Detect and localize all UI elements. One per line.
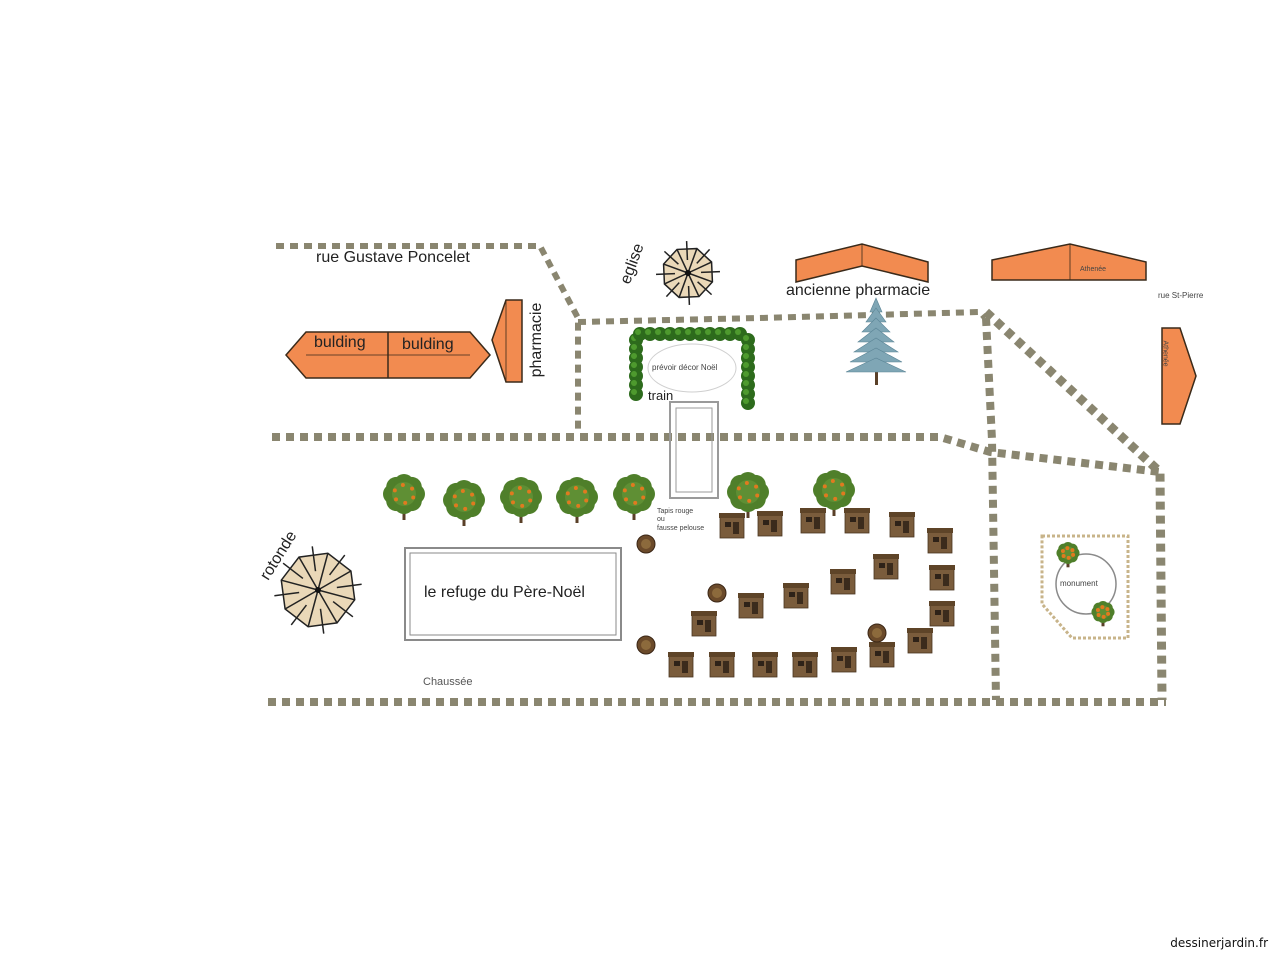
hedge-highlight xyxy=(631,344,637,350)
santa-refuge-inner xyxy=(409,552,617,636)
chalet-icon xyxy=(830,569,856,595)
hedge xyxy=(629,327,755,410)
path-east-diagonal xyxy=(982,308,1167,701)
building-athenee-top xyxy=(991,243,1147,281)
fruit-tree-icon xyxy=(1056,542,1080,568)
barrel-icon xyxy=(707,583,727,603)
hedge-highlight xyxy=(631,362,637,368)
label-monument: monument xyxy=(1060,579,1098,588)
fruit-tree-icon xyxy=(383,474,425,520)
hedge-highlight xyxy=(645,329,651,335)
monument-enclosure xyxy=(1040,534,1130,640)
hedge-highlight xyxy=(631,371,637,377)
hedge-highlight xyxy=(631,380,637,386)
building-athenee-side xyxy=(1161,327,1197,425)
chalet-icon xyxy=(783,583,809,609)
footer-brand[interactable]: dessinerjardin.fr xyxy=(1170,936,1268,950)
monument-circle xyxy=(1055,553,1117,615)
chalet-icon xyxy=(927,528,953,554)
chalet-icon xyxy=(691,611,717,637)
hedge-highlight xyxy=(725,329,731,335)
train-track-inner xyxy=(675,407,713,493)
hedge-highlight xyxy=(743,398,749,404)
path-inner-north xyxy=(577,308,988,325)
chalet-icon xyxy=(889,512,915,538)
hedge-highlight xyxy=(665,329,671,335)
hedge-highlight xyxy=(695,329,701,335)
label-street-east: rue St-Pierre xyxy=(1158,291,1204,300)
label-christmas-decor: prévoir décor Noël xyxy=(652,363,718,372)
chalet-icon xyxy=(709,652,735,678)
train-track-outer xyxy=(669,401,719,499)
hedge-highlight xyxy=(675,329,681,335)
chalet-icon xyxy=(831,647,857,673)
hedge-highlight xyxy=(635,329,641,335)
barrel-icon xyxy=(636,534,656,554)
hedge-highlight xyxy=(631,389,637,395)
label-santa-refuge: le refuge du Père-Noël xyxy=(424,584,585,601)
church-gazebo-icon xyxy=(655,240,721,306)
fruit-tree-icon xyxy=(613,474,655,520)
chalet-icon xyxy=(757,511,783,537)
hedge-highlight xyxy=(743,353,749,359)
rotunda-gazebo-icon xyxy=(274,546,362,634)
hedge-highlight xyxy=(715,329,721,335)
hedge-highlight xyxy=(735,329,741,335)
chalet-icon xyxy=(869,642,895,668)
chalet-icon xyxy=(873,554,899,580)
fruit-tree-icon xyxy=(727,472,769,518)
label-building-1: bulding xyxy=(314,334,366,351)
hedge-highlight xyxy=(743,344,749,350)
label-pharmacy: pharmacie xyxy=(528,302,545,378)
hedge-highlight xyxy=(685,329,691,335)
label-train: train xyxy=(648,388,674,403)
fruit-tree-icon xyxy=(443,480,485,526)
fruit-tree-icon xyxy=(1091,601,1115,627)
label-athenee-side: Athenée xyxy=(1161,340,1169,367)
hedge-highlight xyxy=(743,362,749,368)
hedge-highlight xyxy=(743,389,749,395)
fruit-tree-icon xyxy=(556,477,598,523)
barrel-icon xyxy=(636,635,656,655)
chalet-icon xyxy=(668,652,694,678)
hedge-highlight xyxy=(705,329,711,335)
chalet-icon xyxy=(844,508,870,534)
label-athenee-top: Athenée xyxy=(1080,266,1107,273)
path-middle xyxy=(272,433,1161,476)
label-street-north: rue Gustave Poncelet xyxy=(316,249,470,266)
santa-refuge-outer xyxy=(404,547,622,641)
fruit-tree-icon xyxy=(813,470,855,516)
label-red-carpet: Tapis rouge ou fausse pelouse xyxy=(657,508,705,532)
fir-tree-icon xyxy=(845,297,907,385)
hedge-highlight xyxy=(631,353,637,359)
chalet-icon xyxy=(929,601,955,627)
chalet-icon xyxy=(792,652,818,678)
hedge-highlight xyxy=(655,329,661,335)
chalet-icon xyxy=(800,508,826,534)
chalet-icon xyxy=(719,513,745,539)
hedge-highlight xyxy=(743,335,749,341)
hedge-highlight xyxy=(743,380,749,386)
fruit-tree-icon xyxy=(500,477,542,523)
building-pharmacy xyxy=(491,299,523,383)
label-road: Chaussée xyxy=(423,676,473,688)
chalet-icon xyxy=(907,628,933,654)
chalet-icon xyxy=(929,565,955,591)
label-old-pharmacy: ancienne pharmacie xyxy=(786,282,931,299)
chalet-icon xyxy=(752,652,778,678)
decor-area xyxy=(647,343,737,393)
label-building-2: bulding xyxy=(402,336,454,353)
barrel-icon xyxy=(867,623,887,643)
hedge-highlight xyxy=(743,371,749,377)
chalet-icon xyxy=(738,593,764,619)
path-north xyxy=(276,243,581,432)
path-east-vertical xyxy=(982,317,1000,701)
